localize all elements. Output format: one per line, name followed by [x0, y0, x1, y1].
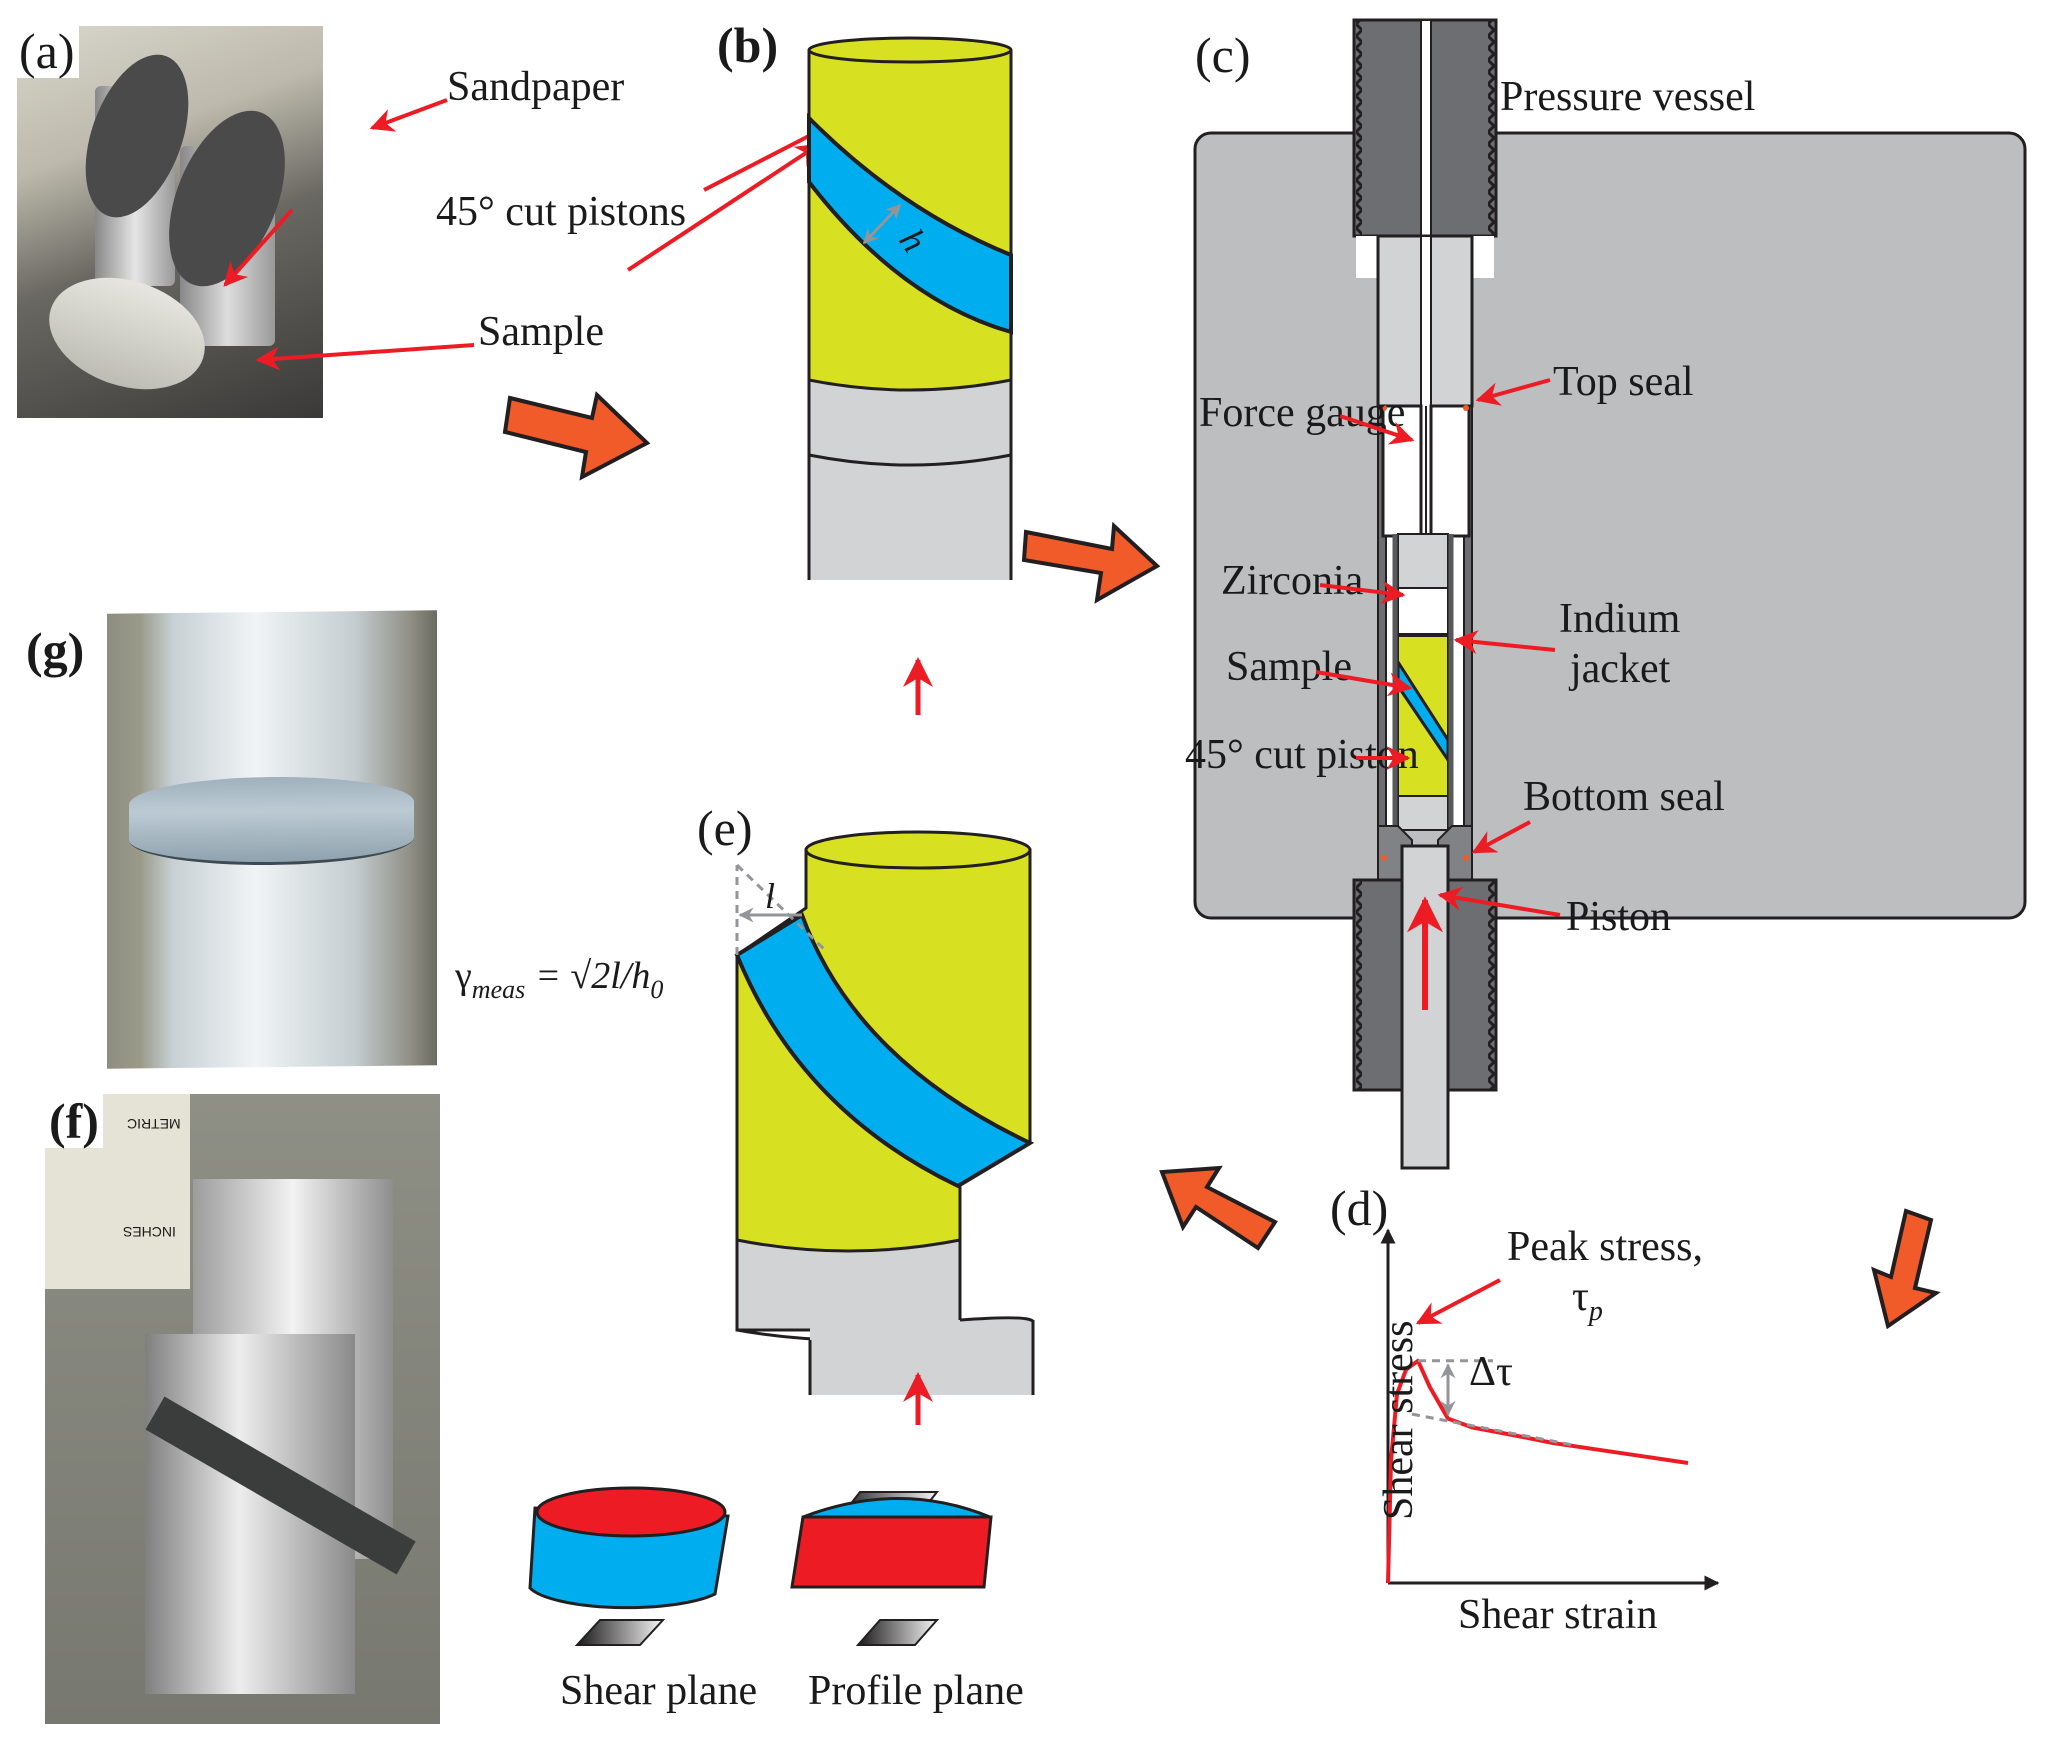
chart-ylabel: Shear stress	[1376, 1321, 1422, 1520]
flow-arrow-a-to-b	[502, 391, 651, 481]
arrow-c-sample	[1315, 670, 1413, 697]
panel-label-g: (g)	[22, 623, 89, 677]
e-offset-label: l	[765, 876, 775, 916]
panel-b-cylinder: h	[807, 36, 1013, 715]
panel-label-a: (a)	[15, 24, 79, 78]
flow-arrow-d-to-e	[1159, 1165, 1278, 1251]
arrow-indium	[1453, 630, 1556, 655]
flow-arrow-c-to-d	[1871, 1208, 1941, 1330]
label-indium-1: Indium	[1559, 596, 1681, 642]
arrow-force-gauge	[1339, 414, 1415, 445]
peak-subscript: p	[1587, 1296, 1603, 1327]
chart-peak-label: Peak stress,	[1507, 1224, 1703, 1270]
b-thickness-arrow	[862, 203, 902, 245]
panel-label-d: (d)	[1330, 1180, 1388, 1236]
panel-c-vessel	[1193, 18, 2027, 1170]
profile-plane-diagram: Profile plane	[790, 1491, 1024, 1714]
panel-c-annotations: Pressure vessel Top seal Force gauge Zir…	[1185, 74, 1755, 940]
label-profile-plane: Profile plane	[808, 1668, 1024, 1714]
arrow-sample-photo	[255, 343, 475, 371]
label-c-cut-piston: 45° cut piston	[1185, 732, 1419, 778]
photo-panel-f: METRIC INCHES	[45, 1094, 440, 1724]
label-c-sample: Sample	[1226, 644, 1352, 690]
arrow-sample-to-b	[626, 143, 821, 272]
label-sandpaper: Sandpaper	[447, 64, 624, 110]
photo-panel-a	[17, 26, 323, 418]
panel-d-chart	[1380, 1228, 1720, 1591]
label-zirconia: Zirconia	[1221, 558, 1364, 604]
flow-arrow-b-to-c	[1021, 521, 1161, 604]
panel-label-c: (c)	[1195, 27, 1251, 83]
stress-strain-curve	[1386, 1358, 1689, 1584]
label-sample: Sample	[478, 309, 604, 355]
label-shear-plane: Shear plane	[560, 1668, 757, 1714]
chart-peak-symbol: τp	[1572, 1274, 1603, 1327]
arrow-sandpaper	[369, 98, 448, 132]
eq-rhs-sub: 0	[650, 975, 663, 1004]
eq-gamma: γ	[454, 955, 472, 997]
shear-strain-equation: γmeas = √2l/h0	[454, 955, 663, 1004]
arrow-piston-photo	[223, 208, 294, 287]
shear-plane-diagram: Shear plane	[528, 1486, 757, 1714]
panel-label-b: (b)	[717, 17, 778, 73]
panel-label-e: (e)	[697, 800, 753, 856]
panel-a-annotations: Sandpaper 45° cut pistons Sample	[223, 64, 843, 371]
chart-delta-label: Δτ	[1469, 1349, 1513, 1395]
peak-tau: τ	[1572, 1274, 1589, 1320]
chart-xlabel: Shear strain	[1458, 1592, 1657, 1638]
chart-peak-arrow	[1415, 1278, 1501, 1325]
label-bottom-seal: Bottom seal	[1523, 774, 1725, 820]
arrow-top-seal	[1475, 378, 1551, 406]
label-45-cut-pistons: 45° cut pistons	[436, 189, 686, 235]
eq-rhs: = √2l/h	[535, 955, 650, 997]
arrow-piston	[1437, 886, 1561, 917]
panel-e-cylinder: l	[734, 830, 1035, 1425]
arrow-zirconia	[1319, 580, 1406, 605]
label-piston: Piston	[1566, 894, 1671, 940]
panel-label-f: (f)	[45, 1094, 103, 1148]
arrow-bottom-seal	[1471, 820, 1531, 854]
label-top-seal: Top seal	[1553, 359, 1694, 405]
eq-gamma-sub: meas	[472, 975, 525, 1004]
label-indium-2: jacket	[1568, 646, 1671, 692]
e-sample-layer	[734, 912, 1035, 1189]
label-pressure-vessel: Pressure vessel	[1500, 74, 1755, 120]
